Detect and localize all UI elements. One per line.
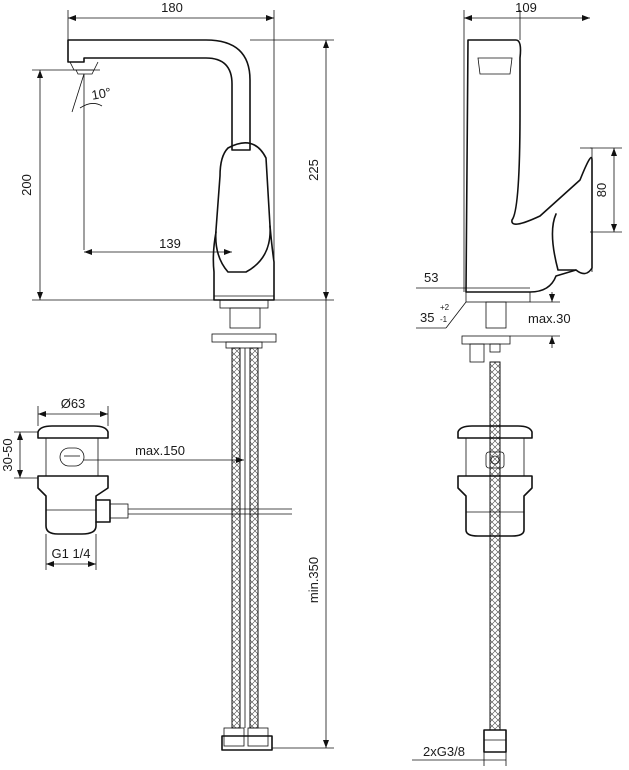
label-139: 139: [159, 236, 181, 251]
label-max-150: max.150: [135, 443, 185, 458]
dimension-arrows: [17, 15, 617, 748]
label-35: 35: [420, 310, 434, 325]
label-225: 225: [306, 159, 321, 181]
dimension-labels: 180 109 200 225 10° 139 80 53 35 +2 -1 m…: [0, 0, 609, 759]
label-35-tolerance-plus: +2: [440, 303, 450, 312]
waste-left: [37, 425, 292, 535]
label-109: 109: [515, 0, 537, 15]
label-200: 200: [19, 174, 34, 196]
label-10-degrees: 10°: [90, 84, 112, 102]
label-35-tolerance-minus: -1: [440, 315, 448, 324]
label-180: 180: [161, 0, 183, 15]
label-53: 53: [424, 270, 438, 285]
label-diameter-63: Ø63: [61, 396, 86, 411]
dimension-lines: [14, 10, 622, 766]
label-min-350: min.350: [306, 557, 321, 603]
waste-right: [457, 425, 533, 537]
label-2x-g3-8: 2xG3/8: [423, 744, 465, 759]
front-view-mixer: [67, 39, 277, 751]
label-max-30: max.30: [528, 311, 571, 326]
label-80: 80: [594, 183, 609, 197]
label-g1-1-4: G1 1/4: [51, 546, 90, 561]
side-view-mixer: [461, 39, 593, 753]
label-30-50: 30-50: [0, 438, 15, 471]
